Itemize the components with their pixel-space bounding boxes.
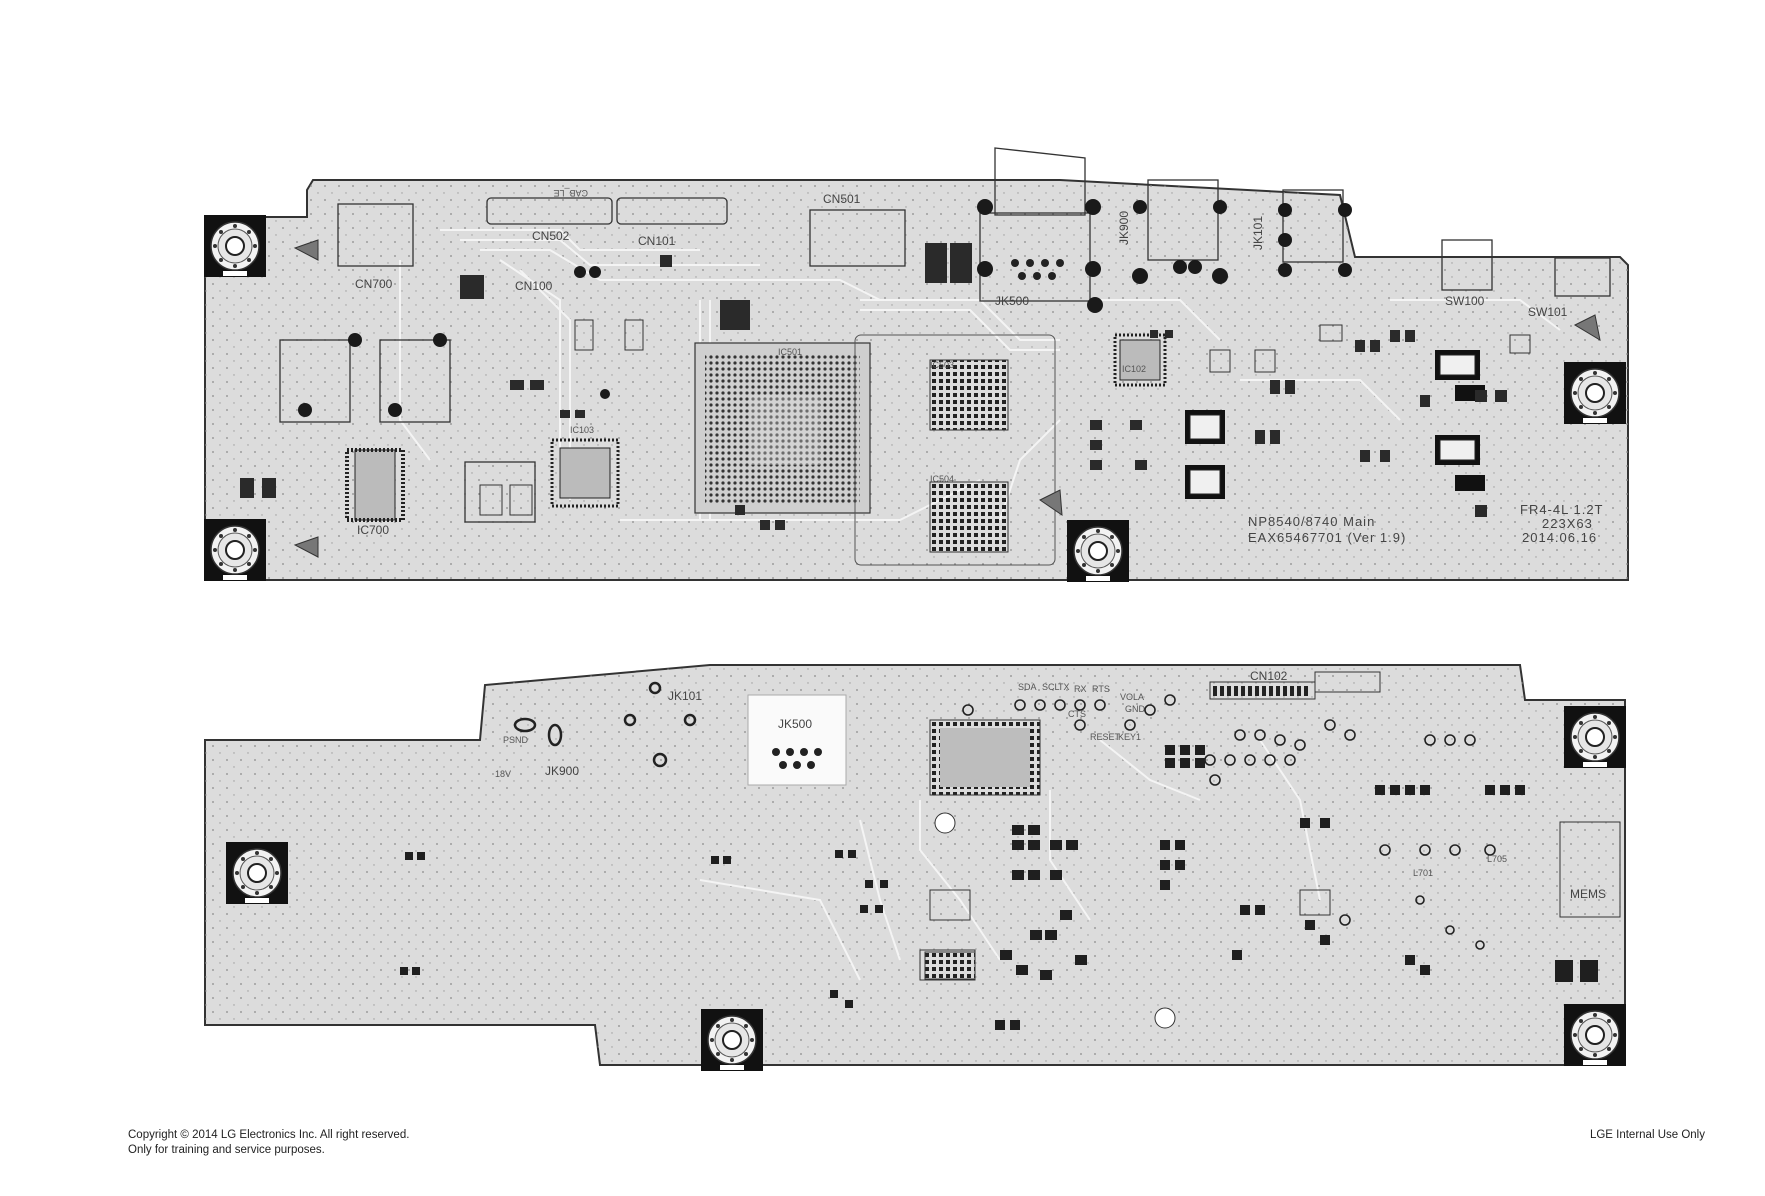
- label-cn100: CN100: [515, 279, 553, 293]
- smd-clusters: [240, 243, 1507, 530]
- bottom-smd: [400, 745, 1598, 1030]
- label-cn501: CN501: [823, 192, 861, 206]
- ic700-qfp: [345, 448, 405, 522]
- label-cab-le: CAB_LE: [553, 188, 588, 198]
- internal-use-text: LGE Internal Use Only: [1589, 1129, 1705, 1141]
- label-cn101: CN101: [638, 234, 676, 248]
- label-sda: SDA: [1018, 682, 1037, 692]
- tht-pads: [298, 199, 1352, 417]
- marking-spec1: FR4-4L 1.2T: [1520, 502, 1604, 517]
- label-jk500-top: JK500: [995, 294, 1029, 308]
- label-scl: SCL: [1042, 682, 1060, 692]
- label-mems: MEMS: [1570, 887, 1606, 901]
- label-ic700: IC700: [357, 523, 389, 537]
- label-ic503: IC503: [930, 360, 954, 370]
- label-key1: KEY1: [1118, 732, 1141, 742]
- label-ic103: IC103: [570, 425, 594, 435]
- label-cn502: CN502: [532, 229, 570, 243]
- marking-spec2: 223X63: [1542, 516, 1593, 531]
- label-cts: CTS: [1068, 709, 1086, 719]
- label-sw100: SW100: [1445, 294, 1485, 308]
- label-vola: VOLA: [1120, 692, 1144, 702]
- label-jk500-bottom: JK500: [778, 717, 812, 731]
- jk500-pins: [1011, 259, 1064, 280]
- bottom-board: CN102 JK101 JK500 JK900 SDA SCL TX RX RT…: [204, 664, 1627, 1072]
- marking-part: EAX65467701 (Ver 1.9): [1248, 530, 1406, 545]
- footer-copyright-block: Copyright © 2014 LG Electronics Inc. All…: [128, 1128, 409, 1158]
- test-points: [962, 694, 1496, 950]
- jk500-window: [747, 694, 847, 786]
- label-psnd: PSND: [503, 735, 529, 745]
- label-sw101: SW101: [1528, 305, 1568, 319]
- label-18v: 18V: [495, 769, 511, 779]
- label-reset: RESET: [1090, 732, 1121, 742]
- label-cn102: CN102: [1250, 669, 1288, 683]
- label-jk900-top: JK900: [1117, 211, 1131, 245]
- bottom-traces: [699, 739, 1321, 981]
- ic103-qfp: [550, 438, 620, 508]
- label-cn700: CN700: [355, 277, 393, 291]
- marking-date: 2014.06.16: [1522, 530, 1597, 545]
- label-ic501: IC501: [778, 347, 802, 357]
- marking-model: NP8540/8740 Main: [1248, 514, 1375, 529]
- ic504-body: [929, 481, 1009, 553]
- top-board: CN501 CN502 CN101 CN100 CN700 JK500 JK90…: [203, 147, 1629, 583]
- label-jk900-bottom: JK900: [545, 764, 579, 778]
- label-ic102: IC102: [1122, 364, 1146, 374]
- label-l701: L701: [1413, 868, 1433, 878]
- label-gnd: GND: [1125, 704, 1146, 714]
- training-note-text: Only for training and service purposes.: [128, 1144, 325, 1156]
- ic503-body: [929, 359, 1009, 431]
- label-rts: RTS: [1092, 684, 1110, 694]
- copyright-text: Copyright © 2014 LG Electronics Inc. All…: [128, 1129, 410, 1141]
- label-rx: RX: [1074, 684, 1087, 694]
- label-jk101-bottom: JK101: [668, 689, 702, 703]
- label-l705: L705: [1487, 854, 1507, 864]
- label-tx: TX: [1058, 682, 1070, 692]
- ic102: [1113, 333, 1167, 387]
- label-ic504: IC504: [930, 474, 954, 484]
- jack-pads: [513, 681, 697, 768]
- label-jk101-top: JK101: [1251, 216, 1265, 250]
